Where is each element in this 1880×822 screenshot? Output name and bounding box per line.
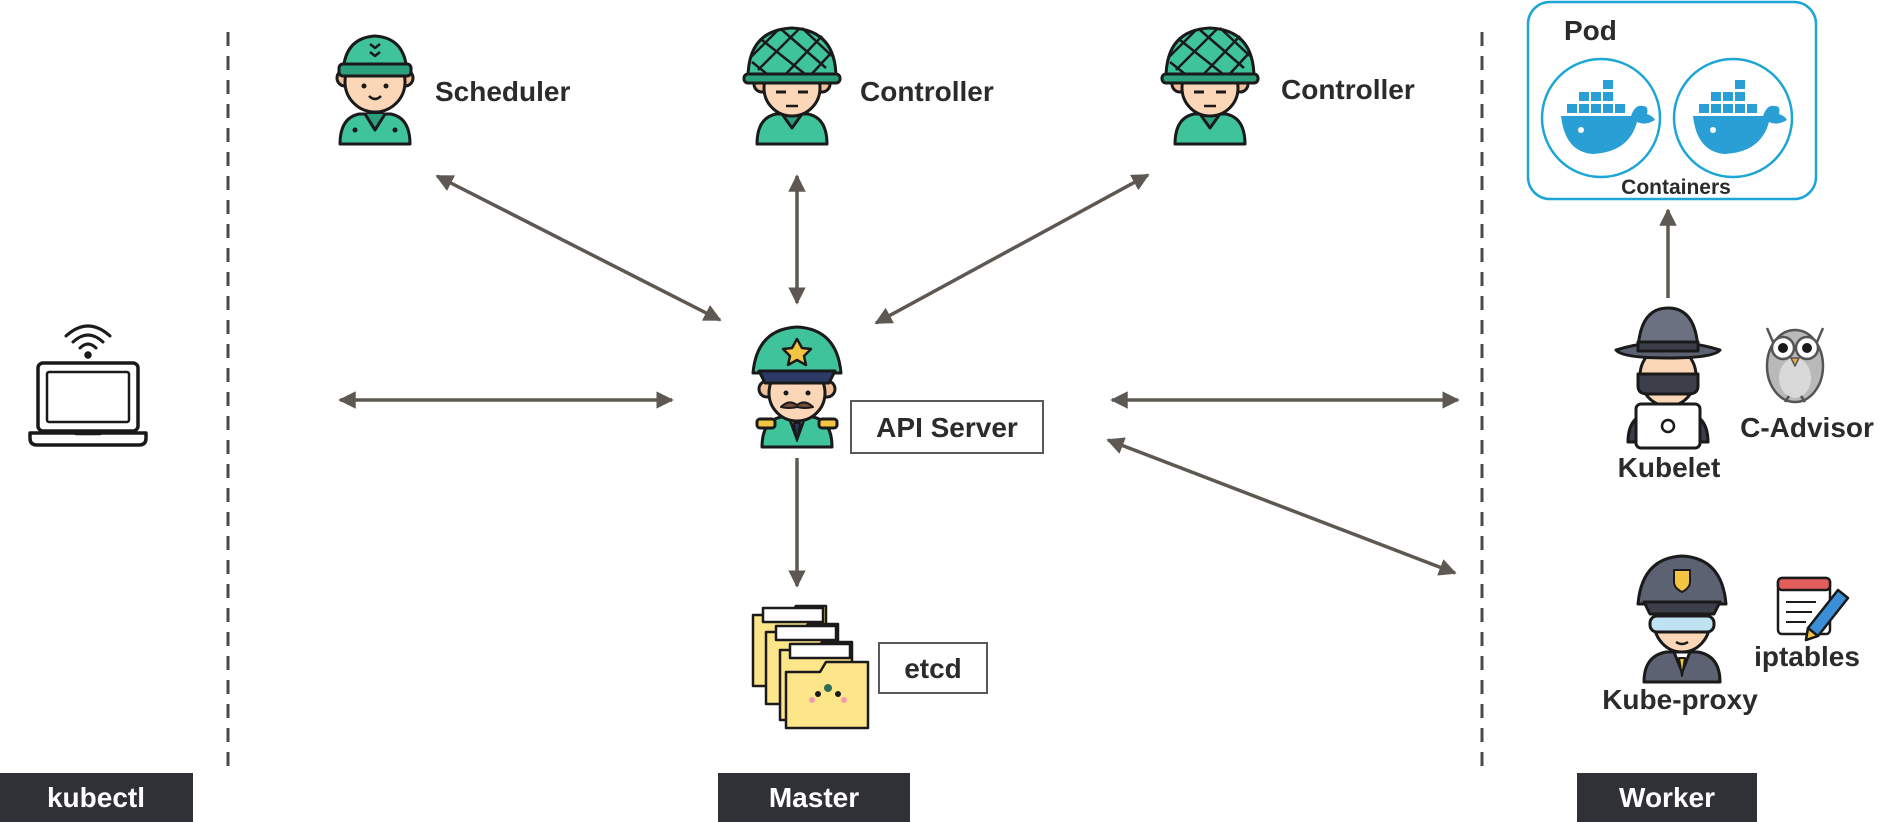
master-section-tab (718, 773, 910, 822)
controller-1-icon (742, 26, 842, 146)
master-section-label: Master (769, 782, 859, 813)
etcd-label-box (878, 642, 988, 694)
kubelet-label: Kubelet (1618, 452, 1721, 483)
controller-2-label: Controller (1281, 74, 1415, 105)
controller-1-label: Controller (860, 76, 994, 107)
laptop-icon (28, 324, 148, 447)
c-advisor-owl-icon (1765, 327, 1825, 404)
arrow-controller2-api (874, 173, 1150, 325)
wifi-icon (84, 351, 92, 359)
worker-section-tab (1577, 773, 1757, 822)
etcd-folders-icon (751, 604, 870, 730)
api-server-label-box (850, 400, 1044, 454)
pod-label: Pod (1564, 15, 1617, 46)
arrow-scheduler-api (435, 174, 722, 322)
scheduler-label: Scheduler (435, 76, 570, 107)
connection-arrows (338, 173, 1677, 588)
controller-2-icon (1160, 26, 1260, 146)
iptables-notepad-icon (1776, 576, 1850, 642)
iptables-label: iptables (1754, 641, 1860, 672)
kube-proxy-label: Kube-proxy (1602, 684, 1758, 715)
kubectl-section-tab (0, 773, 193, 822)
arrow-api-kubeproxy (1106, 437, 1457, 576)
api-server-icon (751, 325, 843, 449)
etcd-label: etcd (904, 653, 962, 684)
scheduler-icon (335, 34, 415, 146)
containers-label: Containers (1621, 176, 1731, 199)
worker-section-label: Worker (1619, 782, 1715, 813)
c-advisor-label: C-Advisor (1740, 412, 1874, 443)
docker-container-2-icon (1672, 57, 1794, 179)
kube-proxy-icon (1636, 554, 1728, 684)
kubectl-section-label: kubectl (47, 782, 145, 813)
kubelet-icon (1614, 306, 1722, 450)
docker-container-1-icon (1540, 57, 1662, 179)
api-server-label: API Server (876, 412, 1018, 443)
